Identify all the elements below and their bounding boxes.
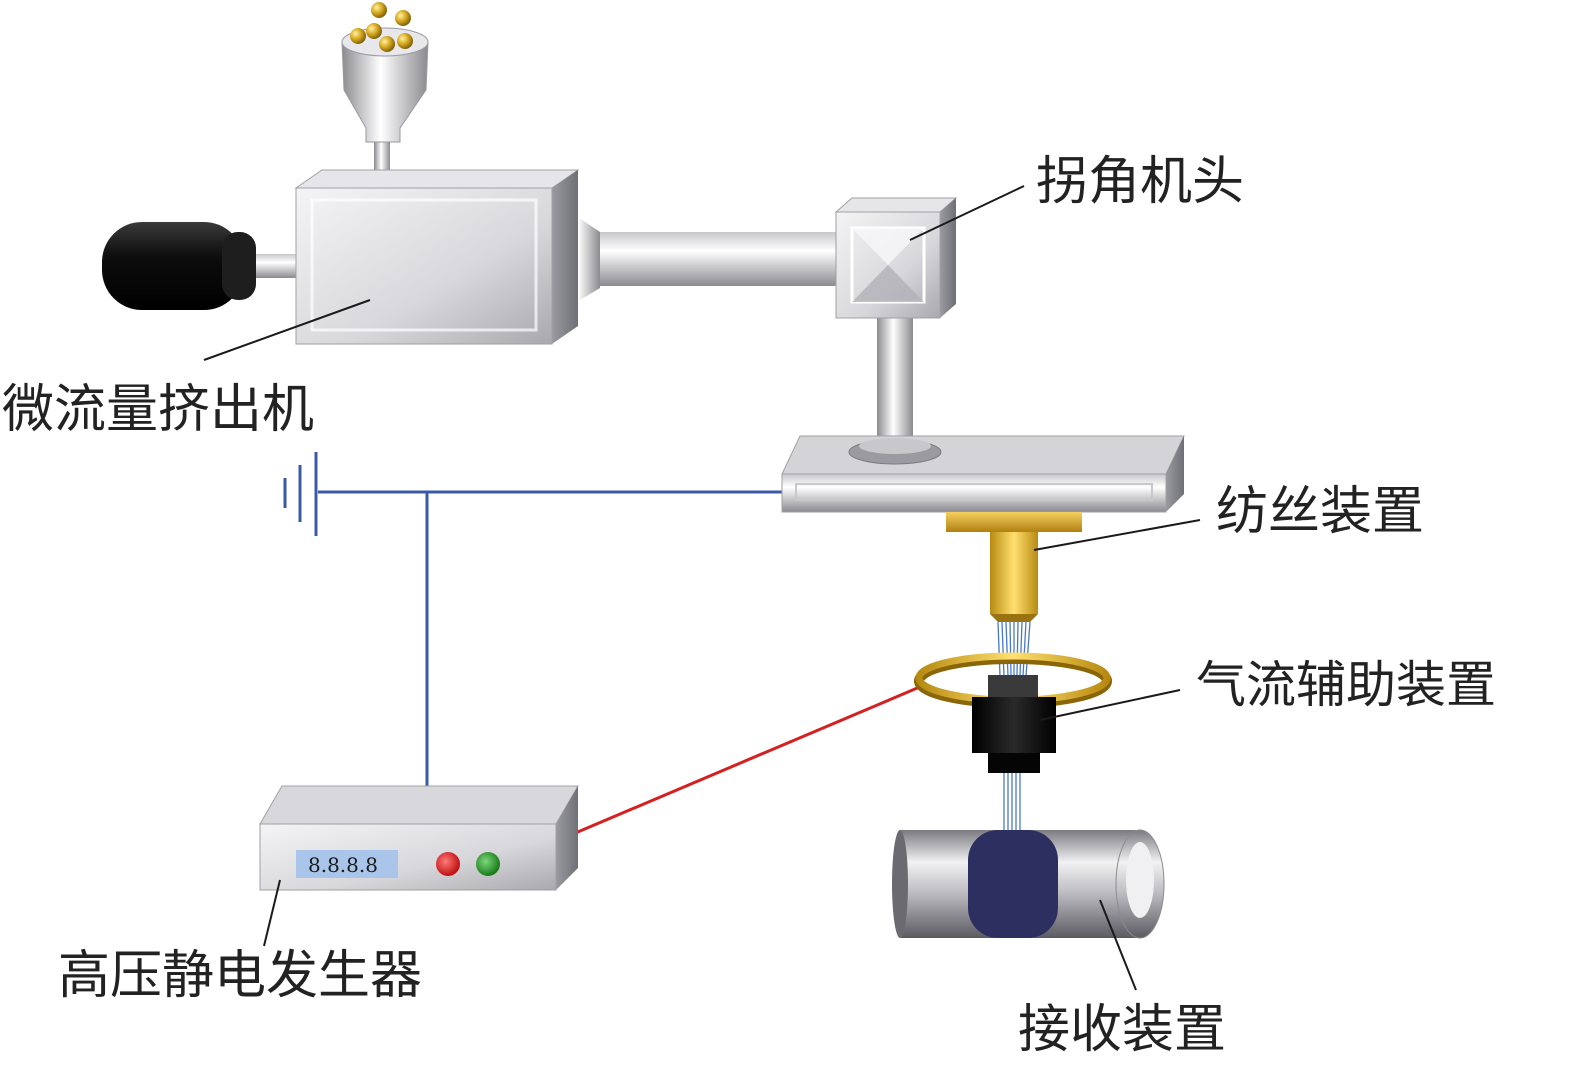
label-extruder: 微流量挤出机 <box>2 380 315 440</box>
spinning-plate <box>781 435 1185 513</box>
angle-head <box>834 197 958 452</box>
spinning-nozzle <box>946 512 1082 622</box>
label-spinning-device: 纺丝装置 <box>1216 482 1425 542</box>
voltage-display <box>296 850 398 878</box>
label-angle-head: 拐角机头 <box>1036 152 1245 212</box>
voltage-display-text: 8.8.8.8 <box>308 853 378 877</box>
fiber-stream <box>1003 773 1021 830</box>
hopper <box>341 27 429 187</box>
extruder-motor <box>102 222 300 310</box>
label-hv-generator: 高压静电发生器 <box>58 946 423 1006</box>
leader-lines <box>203 185 1201 991</box>
label-collector: 接收装置 <box>1018 1000 1227 1060</box>
collector-drum <box>892 829 1165 939</box>
red-indicator-light <box>436 852 460 876</box>
airflow-block <box>972 675 1056 773</box>
green-indicator-light <box>476 852 500 876</box>
extruder-body <box>294 169 842 345</box>
fiber-jets <box>997 621 1031 677</box>
ground-wires <box>318 490 790 790</box>
high-voltage-wire <box>572 684 923 836</box>
ground-symbol <box>283 452 318 536</box>
hv-generator <box>259 785 579 891</box>
label-airflow-device: 气流辅助装置 <box>1196 656 1496 714</box>
material-pellets <box>350 2 413 52</box>
